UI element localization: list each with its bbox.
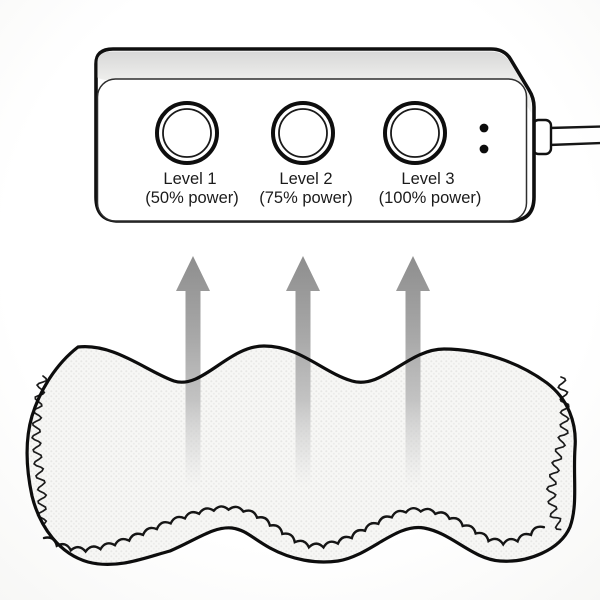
heat-arrow-up-icon (286, 256, 320, 487)
heat-arrows (176, 256, 430, 487)
heat-arrow-up-icon (396, 256, 430, 487)
heating-pad-outline (25, 344, 577, 567)
indicator-led-icon (479, 144, 489, 154)
power-button-level-3[interactable] (383, 101, 447, 165)
button-label-level-1: Level 1 (163, 170, 216, 188)
power-cable (548, 125, 600, 147)
button-power-label-2: (75% power) (259, 189, 353, 207)
power-button-level-2[interactable] (271, 101, 335, 165)
power-button-icon (383, 101, 447, 165)
button-label-level-2: Level 2 (279, 170, 332, 188)
heat-arrow-up-icon (176, 256, 210, 487)
button-label-level-3: Level 3 (401, 170, 454, 188)
controller-top-face (97, 51, 532, 113)
button-inner-ring (278, 108, 328, 158)
button-power-label-3: (100% power) (379, 189, 482, 207)
stitch-scallops-bottom (42, 505, 546, 554)
power-button-level-1[interactable] (155, 101, 219, 165)
power-button-icon (155, 101, 219, 165)
power-button-icon (271, 101, 335, 165)
indicator-led-icon (479, 123, 489, 133)
button-inner-ring (390, 108, 440, 158)
power-controller: Level 1 (50% power) Level 2 (75% power) … (94, 47, 600, 223)
button-power-label-1: (50% power) (145, 189, 239, 207)
button-inner-ring (162, 108, 212, 158)
